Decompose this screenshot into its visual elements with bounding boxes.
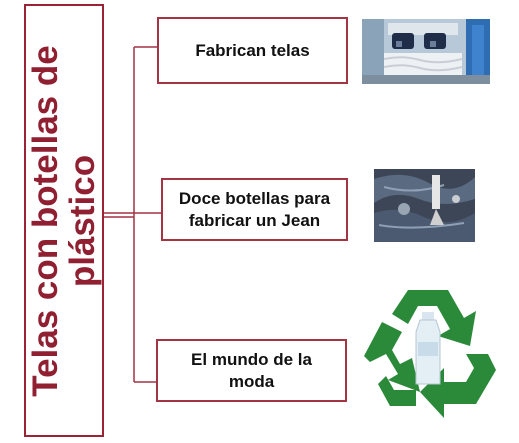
node-doce-botellas: Doce botellas para fabricar un Jean bbox=[161, 178, 348, 241]
node-1-label: Fabrican telas bbox=[195, 40, 310, 60]
node-3-line-1: El mundo de la bbox=[191, 349, 312, 369]
jeans-photo bbox=[374, 169, 475, 242]
recycle-icon bbox=[360, 284, 500, 424]
node-2-line-1: Doce botellas para bbox=[178, 188, 331, 208]
node-mundo-moda: El mundo de la moda bbox=[156, 339, 347, 402]
node-fabrican-telas: Fabrican telas bbox=[157, 17, 348, 84]
node-2-label: Doce botellas para fabricar un Jean bbox=[171, 188, 338, 232]
node-3-line-2: moda bbox=[228, 371, 275, 391]
node-2-line-2: fabricar un Jean bbox=[188, 210, 321, 230]
textile-machine-photo bbox=[362, 19, 490, 84]
node-3-label: El mundo de la moda bbox=[183, 349, 320, 393]
bottle-icon bbox=[415, 312, 441, 385]
main-topic-box bbox=[24, 4, 104, 437]
